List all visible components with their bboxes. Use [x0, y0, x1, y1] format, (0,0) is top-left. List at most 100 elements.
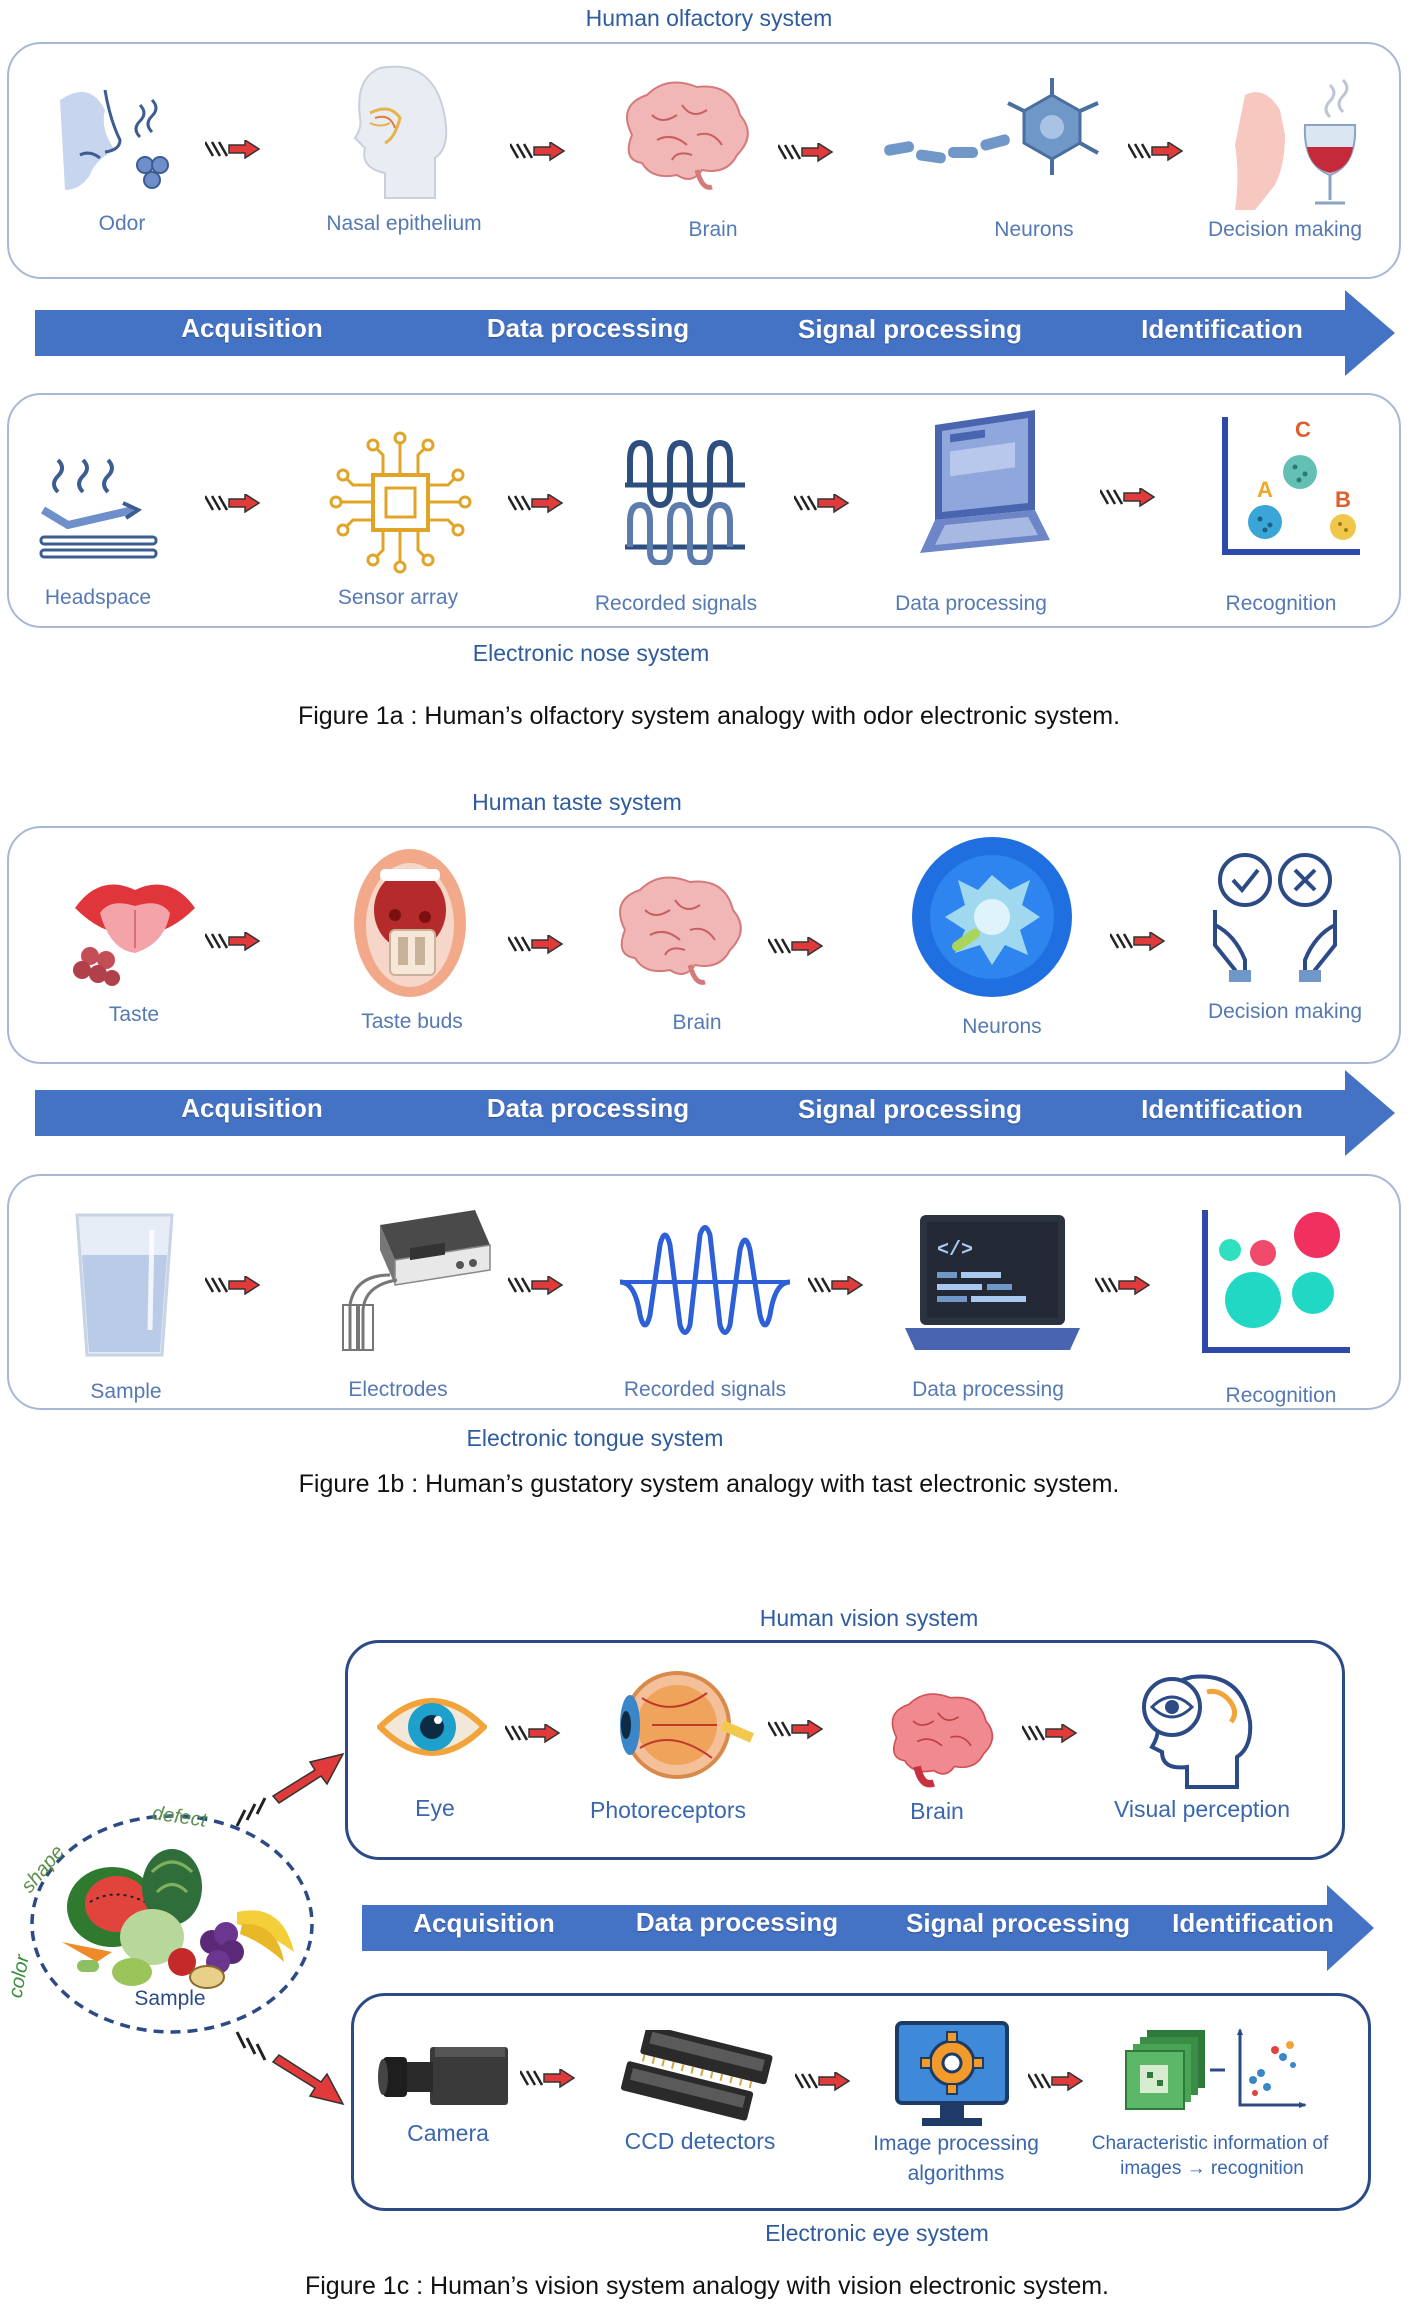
e-tongue-title: Electronic tongue system	[466, 1425, 724, 1451]
arrow-c3	[1022, 1724, 1078, 1744]
label-image-processing: Image processing	[873, 2132, 1039, 2155]
label-brain-a: Brain	[688, 218, 738, 241]
label-camera: Camera	[407, 2120, 489, 2146]
stage-a-identification: Identification	[1141, 314, 1303, 344]
arrow-b4	[1110, 932, 1166, 952]
e-eye-title: Electronic eye system	[765, 2220, 989, 2246]
arrow-c6	[1028, 2072, 1084, 2092]
fruit-basket-icon	[30, 1814, 314, 2034]
arrow-sample-down	[235, 2031, 345, 2106]
label-neurons-a: Neurons	[994, 218, 1074, 241]
letter-c: C	[1295, 417, 1311, 442]
arrow-b1	[205, 932, 261, 952]
vision-title: Human vision system	[759, 1605, 979, 1631]
stage-c-signal-processing: Signal processing	[906, 1908, 1130, 1938]
label-brain-b: Brain	[672, 1011, 722, 1034]
arrow-a7	[794, 494, 850, 514]
signal-icon	[625, 439, 745, 565]
arrow-a8	[1100, 488, 1156, 508]
arrow-c5	[795, 2072, 851, 2092]
ccd-icon	[621, 2030, 773, 2121]
label-brain-c: Brain	[910, 1798, 964, 1824]
label-nasal-epithelium: Nasal epithelium	[326, 212, 482, 235]
gear-monitor-icon	[895, 2021, 1009, 2126]
chip-icon	[329, 431, 472, 574]
label-decision-making-b: Decision making	[1207, 1000, 1363, 1023]
wine-icon	[1235, 78, 1357, 210]
arrow-c1	[505, 1724, 561, 1744]
stage-bar-c	[362, 1885, 1374, 1971]
label-data-processing-a: Data processing	[895, 592, 1047, 615]
label-neurons-b: Neurons	[962, 1015, 1042, 1038]
label-sensor-array: Sensor array	[337, 586, 459, 609]
label-sample-b: Sample	[90, 1380, 162, 1403]
label-data-processing-b: Data processing	[912, 1378, 1064, 1401]
lips-icon	[73, 884, 195, 986]
taste-title: Human taste system	[472, 789, 682, 815]
arrow-a3	[778, 143, 834, 163]
stage-b-data-processing: Data processing	[486, 1093, 690, 1123]
label-recognition-a: Recognition	[1225, 592, 1337, 615]
code-laptop-icon: </>	[905, 1215, 1080, 1350]
electrode-device-icon	[342, 1210, 491, 1351]
stage-bar-a	[35, 290, 1395, 376]
label-visual-perception: Visual perception	[1113, 1796, 1291, 1822]
arrow-b5	[205, 1276, 261, 1296]
image-stack-icon	[1125, 2028, 1307, 2110]
neuron-icon	[884, 78, 1099, 175]
eyeball-icon	[620, 1671, 754, 1779]
e-nose-title: Electronic nose system	[472, 640, 710, 666]
label-characteristic-info: Characteristic information of	[1091, 2133, 1329, 2154]
caption-1b: Figure 1b : Human’s gustatory system ana…	[298, 1470, 1120, 1498]
label-electrodes: Electrodes	[348, 1378, 448, 1401]
label-recorded-signals-b: Recorded signals	[623, 1378, 787, 1401]
stage-b-identification: Identification	[1141, 1094, 1303, 1124]
hands-icon	[1213, 853, 1337, 982]
label-taste: Taste	[108, 1003, 160, 1026]
nose-icon	[60, 89, 169, 190]
stage-c-acquisition: Acquisition	[413, 1908, 555, 1938]
arrow-b8	[1095, 1276, 1151, 1296]
arrow-b3	[768, 937, 824, 957]
olfactory-title: Human olfactory system	[585, 5, 833, 31]
scatter-icon: C A B	[1222, 417, 1360, 555]
e-tongue-panel	[7, 1174, 1401, 1410]
stage-b-acquisition: Acquisition	[181, 1093, 323, 1123]
arrow-a5	[205, 494, 261, 514]
label-images-recognition: images → recognition	[1120, 2158, 1304, 2179]
e-nose-panel	[7, 393, 1401, 628]
brain-icon	[626, 81, 749, 190]
glass-icon	[75, 1213, 174, 1357]
stage-a-signal-processing: Signal processing	[798, 314, 1022, 344]
letter-b: B	[1335, 487, 1351, 512]
svg-text:</>: </>	[937, 1239, 973, 1262]
scatter-icon	[1202, 1210, 1350, 1353]
arrow-b7	[808, 1276, 864, 1296]
label-algorithms: algorithms	[907, 2162, 1005, 2185]
arrow-sample-up	[235, 1752, 345, 1827]
arrow-c2	[768, 1720, 824, 1740]
caption-1c: Figure 1c : Human’s vision system analog…	[304, 2272, 1110, 2300]
label-recognition-b: Recognition	[1225, 1384, 1337, 1407]
arrow-c4	[520, 2069, 576, 2089]
e-eye-panel	[351, 1993, 1371, 2211]
label-taste-buds: Taste buds	[361, 1010, 463, 1033]
label-headspace: Headspace	[44, 586, 152, 609]
letter-a: A	[1257, 477, 1273, 502]
stage-c-data-processing: Data processing	[635, 1907, 839, 1937]
stage-a-acquisition: Acquisition	[181, 313, 323, 343]
label-odor: Odor	[98, 212, 146, 235]
cell-icon	[912, 837, 1072, 997]
stage-b-signal-processing: Signal processing	[798, 1094, 1022, 1124]
brain-icon	[619, 876, 742, 985]
arrow-a2	[510, 142, 566, 162]
wave-icon	[620, 1225, 790, 1335]
stage-c-identification: Identification	[1172, 1908, 1334, 1938]
laptop-icon	[920, 410, 1050, 553]
camera-icon	[378, 2047, 508, 2105]
caption-1a: Figure 1a : Human’s olfactory system ana…	[297, 702, 1121, 730]
label-decision-making-a: Decision making	[1207, 218, 1363, 241]
stage-a-data-processing: Data processing	[486, 313, 690, 343]
eye-icon	[377, 1698, 487, 1756]
profile-icon	[1142, 1674, 1253, 1789]
